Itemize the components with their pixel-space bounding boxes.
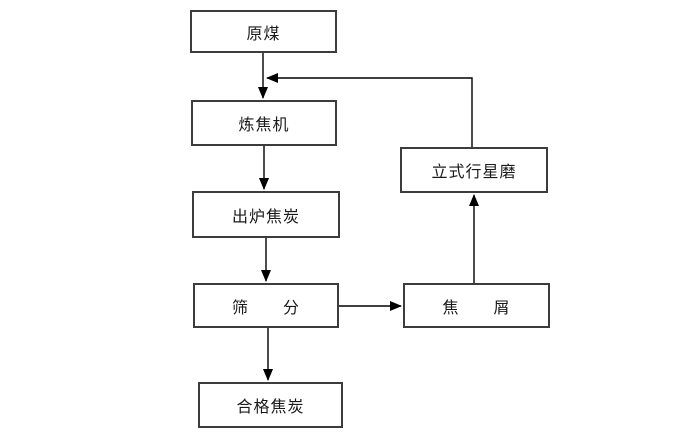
node-coke-breeze: 焦 屑	[403, 283, 550, 328]
node-planetary-mill: 立式行星磨	[400, 147, 548, 193]
node-furnace-coke: 出炉焦炭	[192, 191, 340, 238]
node-raw-coal: 原煤	[190, 10, 337, 53]
node-qualified-coke-label: 合格焦炭	[236, 399, 305, 416]
node-coking-machine: 炼焦机	[191, 100, 337, 146]
node-planetary-mill-label: 立式行星磨	[431, 164, 517, 181]
edge-planetarymill-feedback	[266, 73, 473, 147]
node-raw-coal-label: 原煤	[246, 25, 281, 43]
node-screening-label: 筛 分	[231, 299, 300, 317]
node-furnace-coke-label: 出炉焦炭	[231, 208, 300, 226]
node-coking-machine-label: 炼焦机	[238, 117, 290, 134]
node-screening: 筛 分	[193, 283, 339, 328]
node-coke-breeze-label: 焦 屑	[442, 299, 511, 317]
node-qualified-coke: 合格焦炭	[198, 382, 343, 428]
